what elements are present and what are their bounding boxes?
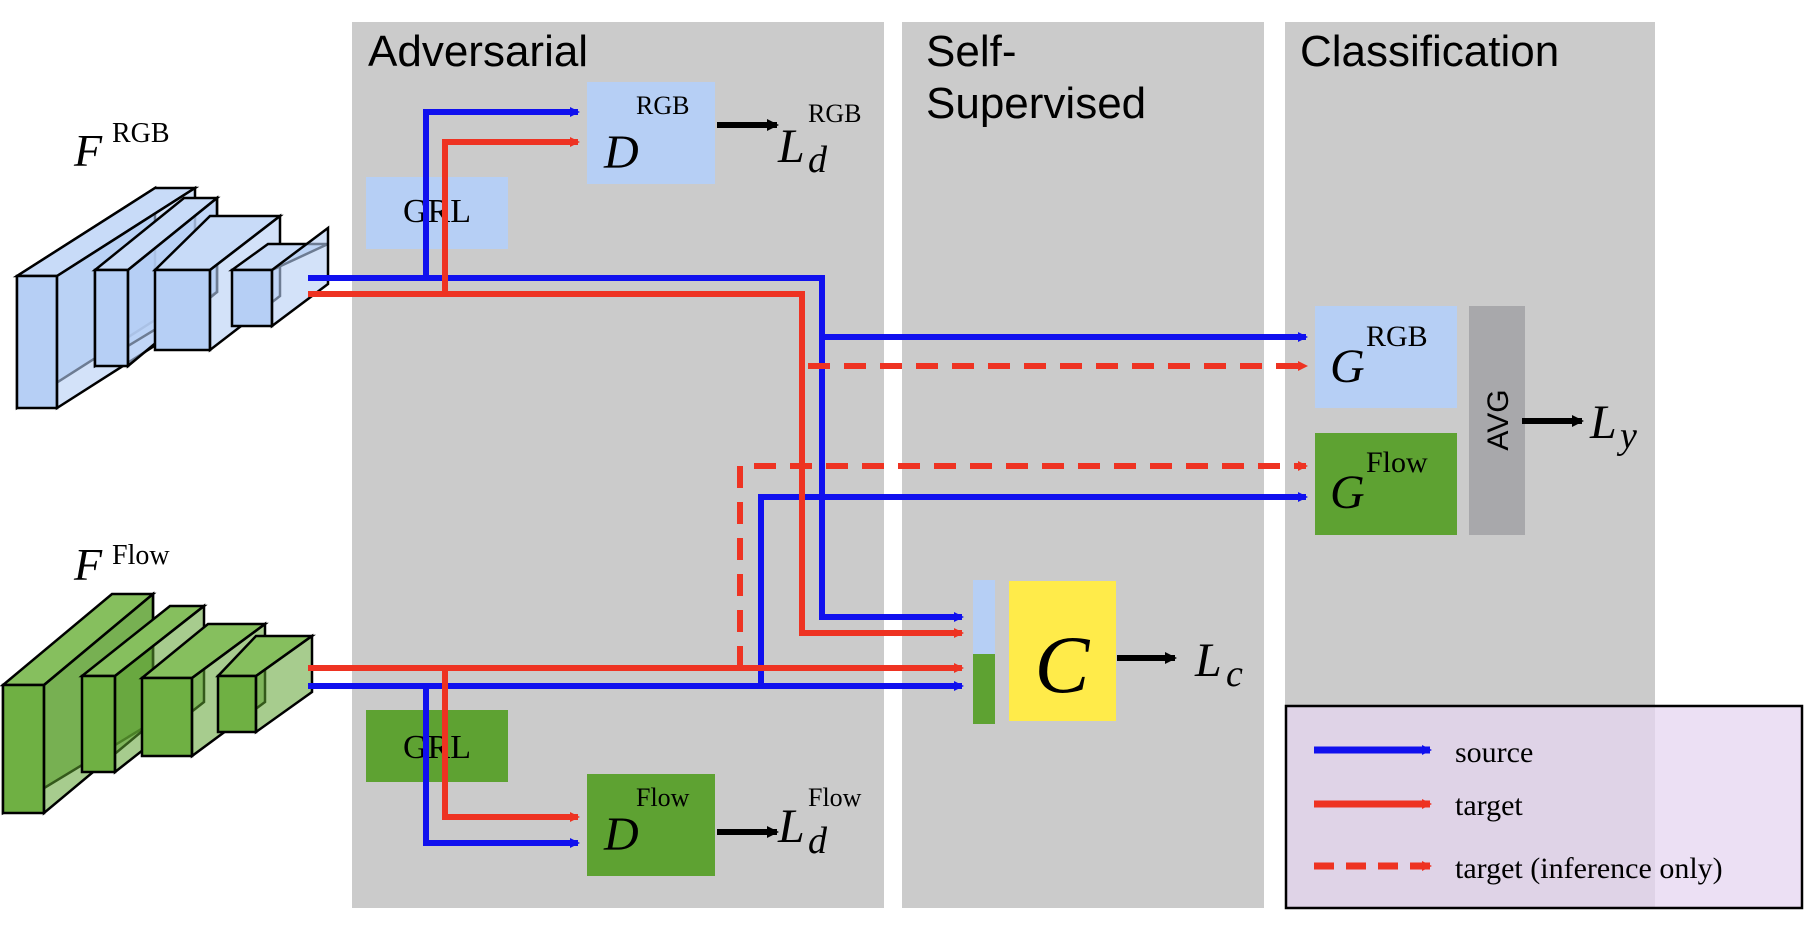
flow-feature-sup: Flow (112, 540, 170, 571)
loss-c-sub: c (1226, 653, 1243, 695)
panel-title-self-supervised-1: Self- (926, 27, 1016, 76)
loss-d-rgb: L (777, 120, 805, 173)
rgb-feature-sup: RGB (112, 118, 170, 149)
target-inference-arrows (737, 361, 1308, 668)
loss-arrows (717, 119, 1584, 838)
self-supervised-rgb-strip (973, 580, 995, 654)
discriminator-rgb-symbol: D (603, 126, 639, 179)
loss-y: L (1589, 396, 1617, 449)
self-supervised-c-box (1009, 581, 1116, 721)
grl-flow-box (366, 710, 508, 782)
panel-title-self-supervised-2: Supervised (926, 79, 1146, 128)
loss-y-sub: y (1616, 415, 1637, 457)
classifier-flow-box (1315, 433, 1457, 535)
flow-feature-symbol: F (73, 539, 103, 590)
source-arrows (308, 107, 1308, 848)
legend-source-label: source (1455, 736, 1533, 769)
loss-d-rgb-sup: RGB (808, 99, 861, 128)
legend-target-inference-label: target (inference only) (1455, 852, 1723, 885)
legend: source target target (inference only) (1284, 704, 1804, 910)
discriminator-flow-box (587, 774, 715, 876)
discriminator-rgb-sup: RGB (636, 91, 689, 120)
grl-flow-label: GRL (403, 729, 471, 766)
panel-title-classification: Classification (1300, 27, 1559, 76)
classifier-flow-symbol: G (1330, 466, 1365, 519)
classifier-rgb-symbol: G (1330, 340, 1365, 393)
rgb-feature-symbol: F (73, 125, 103, 176)
discriminator-rgb-box (587, 82, 715, 184)
classifier-rgb-sup: RGB (1366, 320, 1428, 353)
grl-rgb-label: GRL (403, 193, 471, 230)
self-supervised-flow-strip (973, 654, 995, 724)
panel-title-adversarial: Adversarial (368, 27, 588, 76)
avg-label: AVG (1482, 389, 1515, 450)
loss-d-flow-sup: Flow (808, 783, 862, 812)
classifier-rgb-box (1315, 306, 1457, 408)
avg-box (1469, 306, 1525, 535)
grl-rgb-box (366, 177, 508, 249)
loss-d-rgb-sub: d (808, 139, 828, 181)
discriminator-flow-sup: Flow (636, 783, 690, 812)
classifier-flow-sup: Flow (1366, 446, 1428, 479)
discriminator-flow-symbol: D (603, 808, 639, 861)
loss-c: L (1194, 634, 1222, 687)
flow-feature-extractor (0, 591, 316, 816)
self-supervised-c-symbol: C (1035, 619, 1091, 710)
legend-target-label: target (1455, 789, 1523, 822)
loss-d-flow: L (777, 800, 805, 853)
rgb-feature-extractor (12, 185, 330, 411)
loss-d-flow-sub: d (808, 820, 828, 862)
